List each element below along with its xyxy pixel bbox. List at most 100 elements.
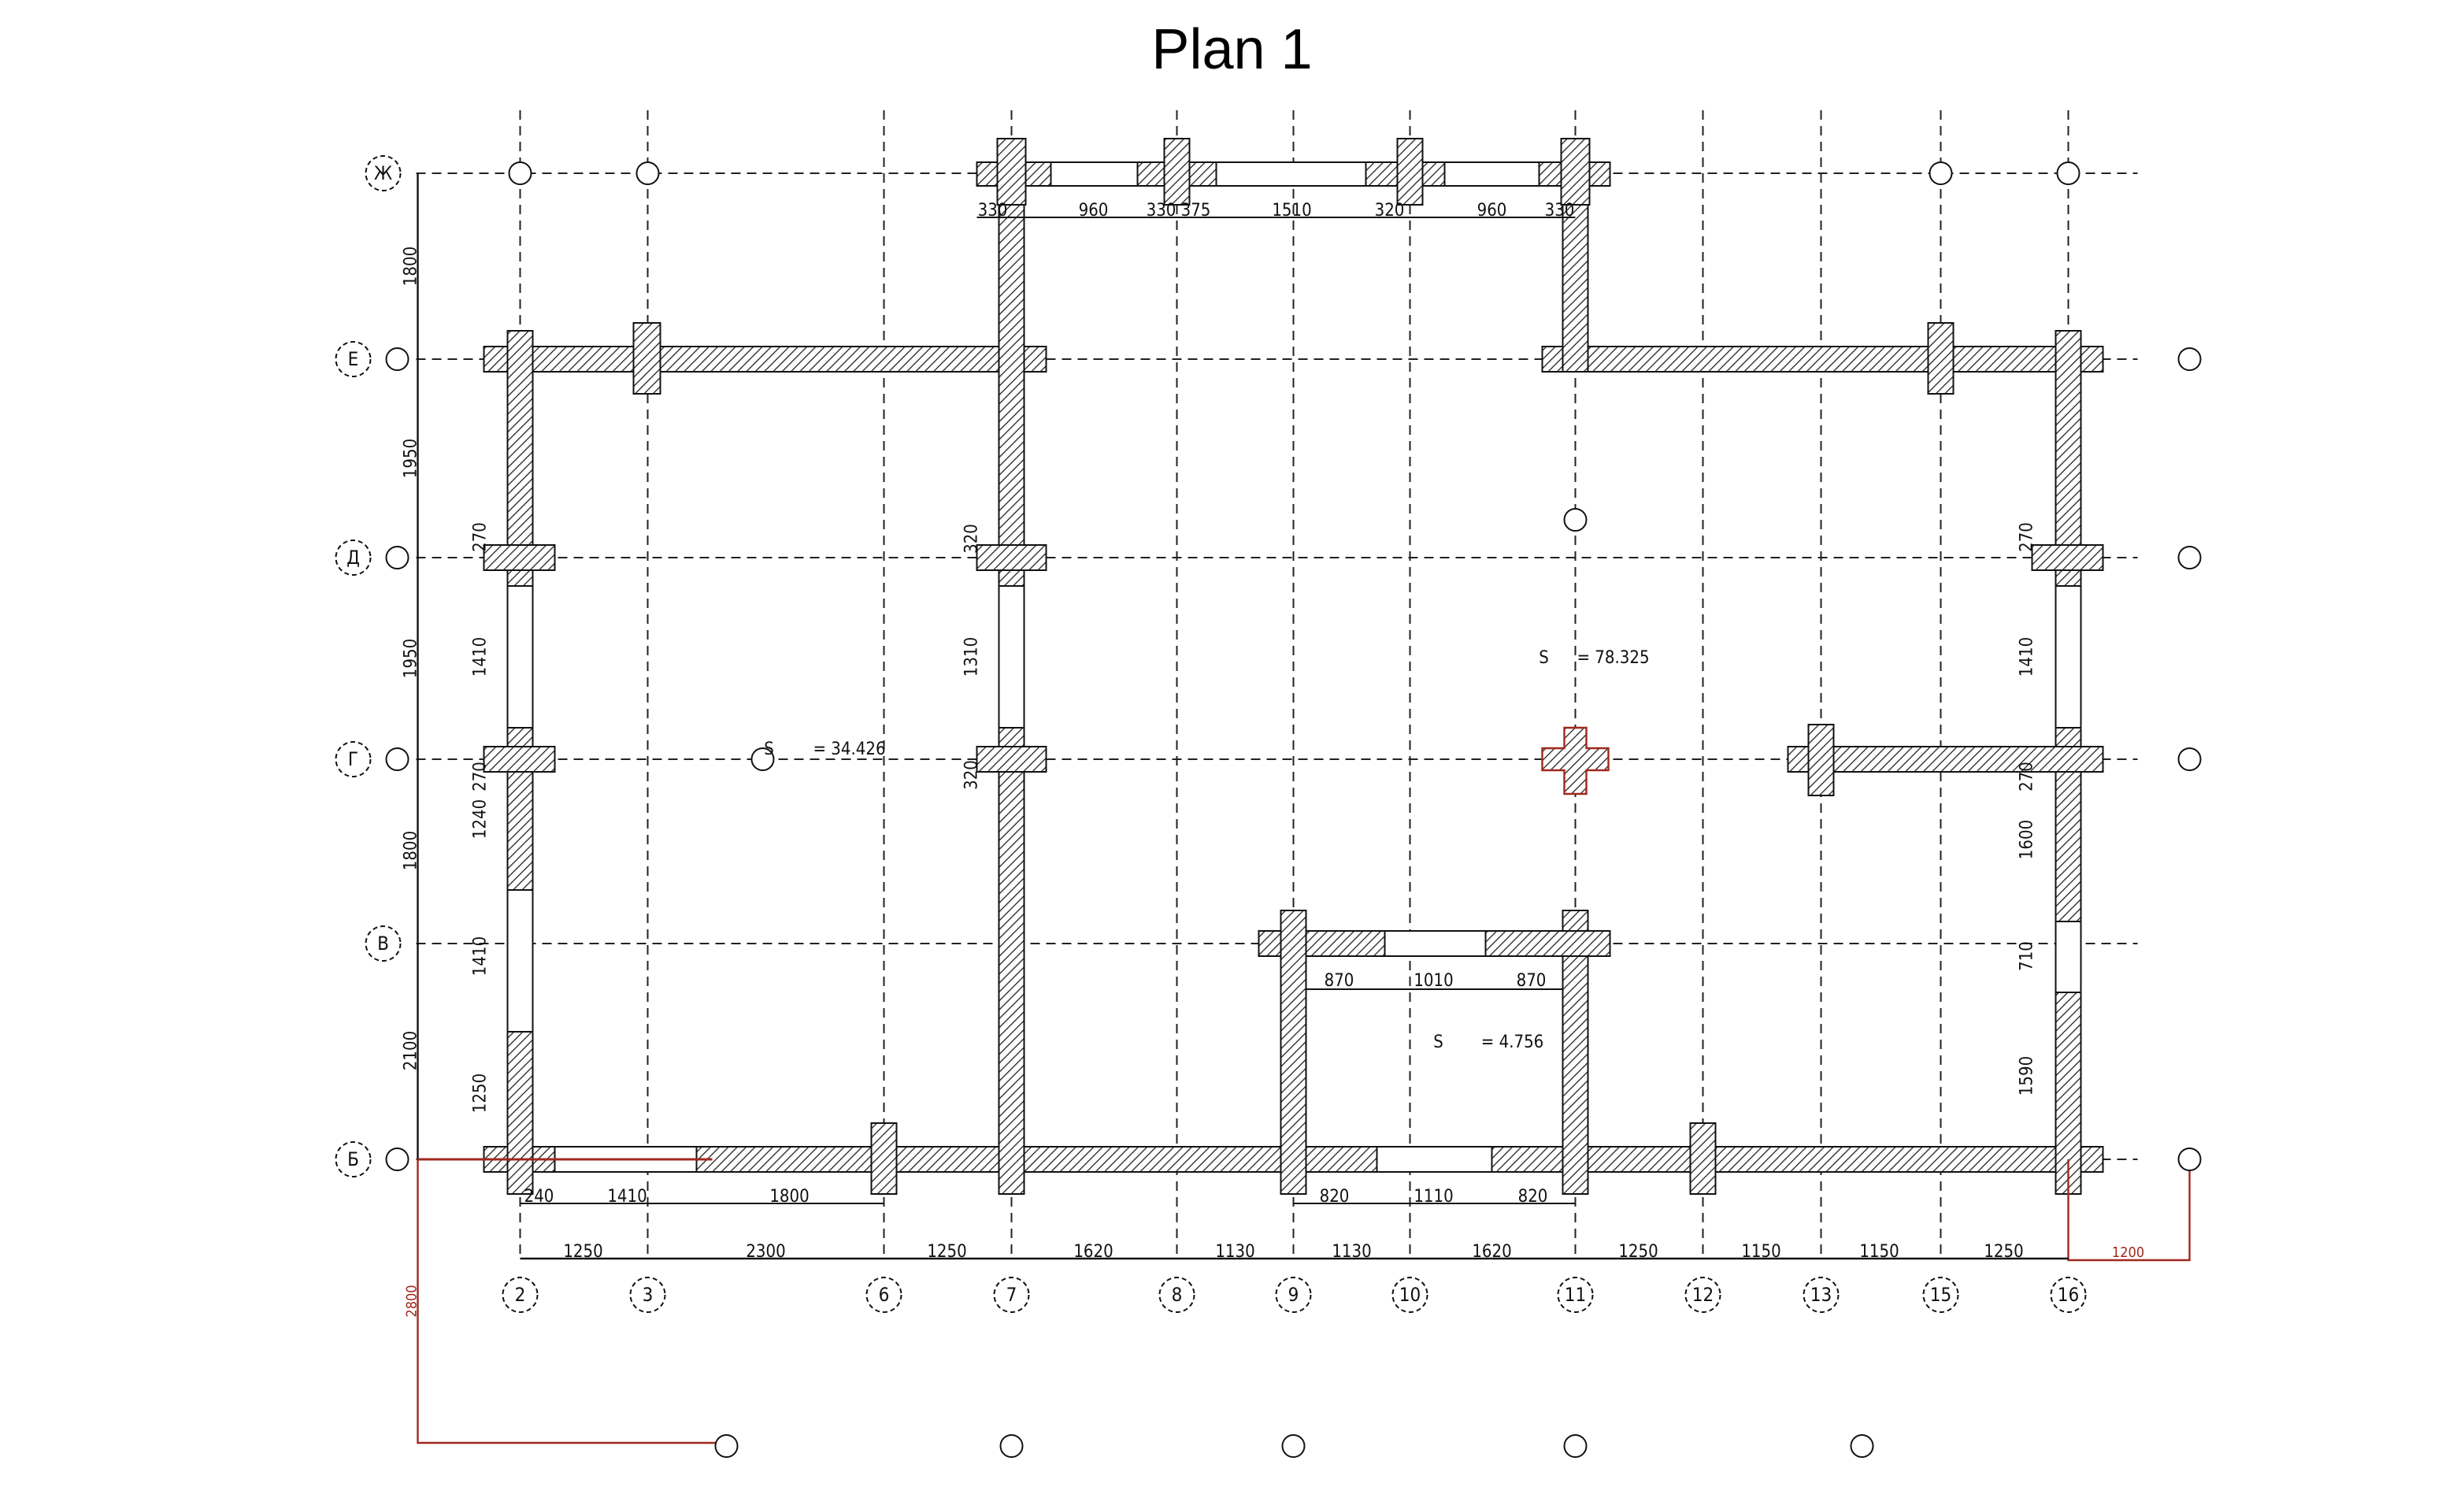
dimension-label: 960 bbox=[1477, 201, 1507, 221]
dimension-label: 270 bbox=[471, 762, 491, 792]
dimension-label: 1950 bbox=[402, 439, 421, 478]
wall-segment bbox=[1280, 910, 1307, 1195]
dimension-label: 270 bbox=[2018, 522, 2037, 552]
wall-segment bbox=[1396, 138, 1424, 206]
wall-segment bbox=[483, 544, 556, 571]
dimension-label: 1010 bbox=[1414, 971, 1453, 991]
window-opening bbox=[2055, 585, 2082, 729]
area-label: S bbox=[764, 740, 774, 759]
marker-circle bbox=[1563, 508, 1588, 532]
marker-circle bbox=[999, 1434, 1024, 1458]
marker-circle bbox=[2177, 546, 2202, 569]
wall-segment bbox=[1689, 1122, 1717, 1195]
wall-segment bbox=[483, 346, 1047, 373]
dimension-label: 1250 bbox=[471, 1073, 491, 1113]
wall-segment bbox=[2055, 330, 2082, 587]
axis-row-label: В bbox=[377, 933, 389, 955]
axis-column-label-bubble bbox=[1391, 1277, 1428, 1313]
axis-row-label: Ж bbox=[374, 162, 392, 184]
axis-column-label: 11 bbox=[1565, 1284, 1586, 1306]
wall-segment bbox=[976, 544, 1047, 571]
area-label: S bbox=[1539, 648, 1549, 668]
wall-segment bbox=[1562, 910, 1589, 1195]
marker-circle bbox=[1281, 1434, 1306, 1458]
dimension-label: 820 bbox=[1518, 1187, 1548, 1207]
axis-row-label-bubble bbox=[335, 741, 372, 777]
dimension-label: 820 bbox=[1320, 1187, 1350, 1207]
dimension-label: 1620 bbox=[1472, 1242, 1511, 1262]
dimension-label: 375 bbox=[1181, 201, 1211, 221]
marker-circle bbox=[2177, 347, 2202, 371]
axis-column-label-bubble bbox=[502, 1277, 539, 1313]
marker-circle bbox=[2177, 747, 2202, 771]
dimension-label: 240 bbox=[524, 1187, 554, 1207]
dimension-label: 1250 bbox=[1984, 1242, 2023, 1262]
window-opening bbox=[1384, 930, 1487, 957]
dimension-label: 1800 bbox=[402, 247, 421, 286]
marker-circle bbox=[508, 161, 532, 185]
walls bbox=[483, 138, 2104, 1195]
window-opening bbox=[1050, 161, 1139, 187]
axis-column-label: 9 bbox=[1288, 1284, 1299, 1306]
area-value: = 34.426 bbox=[813, 740, 885, 759]
marker-circle bbox=[2177, 1148, 2202, 1171]
dimension-label: 330 bbox=[978, 201, 1008, 221]
wall-segment bbox=[870, 1122, 898, 1195]
wall-segment bbox=[1787, 746, 2104, 773]
wall-segment bbox=[1258, 930, 1386, 957]
marker-circle bbox=[1929, 161, 1953, 185]
axis-row-label: Е bbox=[348, 348, 359, 370]
dimension-lines bbox=[417, 173, 2191, 1444]
marker-circle bbox=[2056, 161, 2081, 185]
dimension-label: 710 bbox=[2018, 941, 2037, 971]
wall-segment bbox=[1163, 138, 1191, 206]
window-opening bbox=[1215, 161, 1367, 187]
dimension-label: 2800 bbox=[404, 1285, 421, 1317]
dimension-label: 2300 bbox=[746, 1242, 785, 1262]
dimension-label: 2100 bbox=[402, 1031, 421, 1070]
axis-column-label: 10 bbox=[1399, 1284, 1421, 1306]
dimension-label: 1410 bbox=[607, 1187, 647, 1207]
wall-segment bbox=[2031, 544, 2104, 571]
marker-circle bbox=[750, 747, 775, 771]
axis-column-label-bubble bbox=[1803, 1277, 1840, 1313]
dimension-label: 960 bbox=[1079, 201, 1109, 221]
wall-segment bbox=[483, 746, 556, 773]
area-label: S bbox=[1433, 1033, 1443, 1052]
dimension-label: 270 bbox=[471, 522, 491, 552]
axis-row-label: Б bbox=[347, 1148, 359, 1170]
axis-row-label-bubble bbox=[365, 925, 402, 962]
dimension-label: 1150 bbox=[1741, 1242, 1780, 1262]
dimension-label: 1600 bbox=[2018, 820, 2037, 859]
window-opening bbox=[506, 585, 534, 729]
marker-circle bbox=[385, 546, 409, 569]
axis-column-label: 16 bbox=[2058, 1284, 2079, 1306]
axis-column-label-bubble bbox=[1684, 1277, 1721, 1313]
dimension-label: 1950 bbox=[402, 639, 421, 678]
axis-column-label-bubble bbox=[629, 1277, 666, 1313]
area-value: = 4.756 bbox=[1481, 1033, 1544, 1052]
axis-column-label-bubble bbox=[1557, 1277, 1594, 1313]
marker-circle bbox=[385, 1148, 409, 1171]
wall-segment bbox=[632, 322, 661, 395]
axis-column-label: 8 bbox=[1172, 1284, 1183, 1306]
window-opening bbox=[1376, 1146, 1493, 1173]
plan-title: Plan 1 bbox=[1151, 18, 1313, 81]
wall-segment bbox=[1484, 930, 1611, 957]
dimension-label: 320 bbox=[1375, 201, 1405, 221]
axis-column-label: 13 bbox=[1810, 1284, 1832, 1306]
dimension-label: 1410 bbox=[471, 637, 491, 677]
dimension-label: 1150 bbox=[1859, 1242, 1899, 1262]
window-opening bbox=[2055, 921, 2082, 993]
wall-segment bbox=[1491, 1146, 2104, 1173]
axis-column-label: 3 bbox=[643, 1284, 654, 1306]
dimension-label: 1590 bbox=[2018, 1056, 2037, 1096]
wall-segment bbox=[695, 1146, 1378, 1173]
dimension-label: 870 bbox=[1517, 971, 1547, 991]
dimension-label: 320 bbox=[962, 524, 982, 554]
axis-row-label-bubble bbox=[335, 540, 372, 576]
red-dim-line bbox=[417, 1159, 716, 1444]
highlighted-column bbox=[1541, 726, 1610, 795]
wall-segment bbox=[1807, 724, 1835, 796]
